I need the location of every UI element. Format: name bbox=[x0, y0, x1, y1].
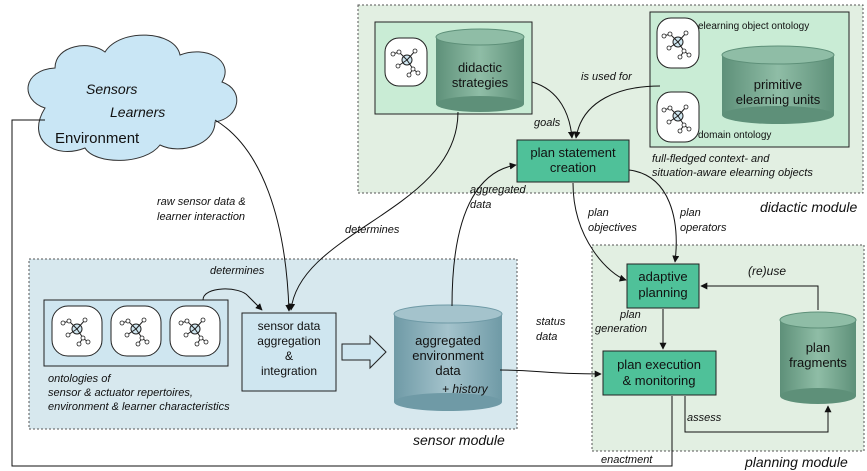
raw-sensor-edge bbox=[214, 119, 293, 312]
block-arrow bbox=[341, 334, 387, 370]
status-data-edge bbox=[499, 369, 602, 378]
is-used-for-label: is used for bbox=[581, 71, 633, 83]
enactment-loop-edge bbox=[11, 119, 673, 467]
aggregated-environment-cylinder bbox=[393, 304, 503, 411]
reuse-edge bbox=[700, 282, 819, 310]
edges bbox=[11, 81, 832, 467]
environment-cloud bbox=[27, 34, 238, 161]
domain-ontology-label: domain ontology bbox=[698, 130, 771, 141]
cloud-learners-label: Learners bbox=[110, 104, 165, 120]
reuse-label: (re)use bbox=[748, 264, 786, 278]
history-label: + history bbox=[442, 382, 489, 396]
ontologies-determines-label: determines bbox=[210, 265, 265, 277]
plan-fragments-cylinder bbox=[779, 311, 857, 404]
determines-label: determines bbox=[345, 224, 400, 236]
ontologies-determines-edge bbox=[202, 288, 263, 311]
elearning-ontology-label: elearning object ontology bbox=[698, 21, 809, 32]
goals-edge bbox=[531, 81, 575, 139]
determines-edge bbox=[288, 111, 459, 311]
sensor-aggregation-box bbox=[241, 312, 337, 392]
sensor-module-label: sensor module bbox=[413, 432, 505, 448]
adaptive-planning-box bbox=[626, 263, 700, 309]
plan-execution-label: plan execution& monitoring bbox=[617, 357, 701, 388]
strategies-cylinder bbox=[435, 28, 525, 112]
raw-sensor-label: raw sensor data &learner interaction bbox=[157, 196, 246, 223]
planning-module-label: planning module bbox=[744, 454, 848, 470]
didactic-module-label: didactic module bbox=[760, 199, 857, 215]
is-used-for-edge bbox=[573, 85, 661, 139]
plan-objectives-edge bbox=[572, 182, 627, 282]
goals-label: goals bbox=[534, 117, 561, 129]
primitive-units-cylinder bbox=[721, 45, 835, 124]
plan-statement-creation-box bbox=[516, 139, 630, 183]
assess-label: assess bbox=[687, 412, 722, 424]
plan-operators-edge bbox=[628, 169, 680, 263]
cloud-sensors-label: Sensors bbox=[86, 81, 137, 97]
enactment-label: enactment bbox=[601, 454, 653, 466]
aggregated-data-edge bbox=[451, 162, 517, 307]
plan-execution-box bbox=[602, 350, 717, 396]
assess-edge bbox=[684, 396, 832, 433]
cloud-environment-label: Environment bbox=[55, 130, 140, 147]
sensor-ontology-icons bbox=[51, 305, 221, 357]
